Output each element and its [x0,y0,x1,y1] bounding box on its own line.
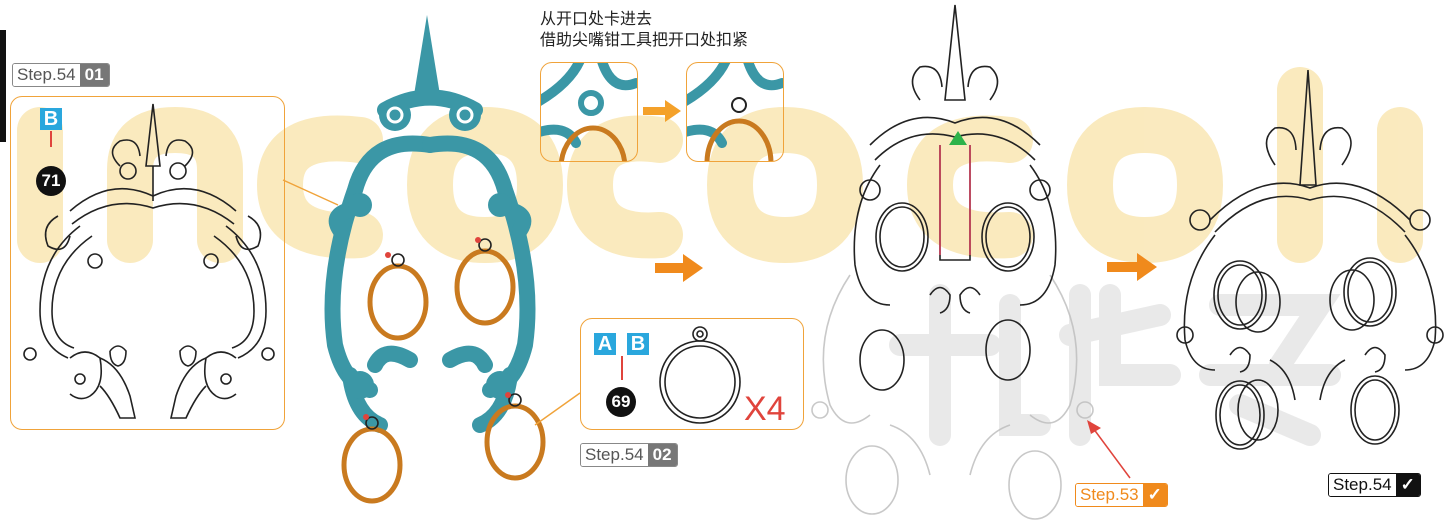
part-connector-line [50,131,52,147]
part-letter-b-2: B [627,333,649,355]
detail-inset-after [686,62,784,162]
completed-assembly-drawing [1176,69,1444,450]
instruction-line-2: 借助尖嘴钳工具把开口处扣紧 [540,30,749,49]
callout-line-01 [282,179,339,206]
step-54-complete-badge: Step.54 ✓ [1328,473,1421,497]
assembly-overlay-drawing [811,4,1094,520]
frame-outline-drawing [23,103,275,419]
step-label: Step.54 [1329,474,1396,496]
step-label: Step.54 [581,444,648,466]
step-label: Step.54 [13,64,80,86]
instruction-text: 从开口处卡进去 借助尖嘴钳工具把开口处扣紧 [540,8,748,50]
part-number-71: 71 [36,166,66,196]
check-icon: ✓ [1142,484,1167,506]
detail-inset-before [540,62,638,162]
part-connector-line-2 [621,356,623,380]
step-54-02-badge: Step.54 02 [580,443,678,467]
part-letter-b: B [40,108,62,130]
page-edge-tab [0,30,6,142]
orange-arrow-detail [643,100,681,122]
teal-frame-assembly [324,15,546,504]
pointer-arrow-step-53 [1087,420,1131,479]
quantity-label: X4 [744,390,786,428]
orange-arrow-final [1107,253,1157,281]
check-icon: ✓ [1395,474,1420,496]
step-54-01-badge: Step.54 01 [12,63,110,87]
step-53-badge: Step.53 ✓ [1075,483,1168,507]
step-label: Step.53 [1076,484,1143,506]
step-number: 01 [79,64,109,86]
ring-part-drawing [659,326,741,424]
orange-arrow-step-02 [655,254,703,282]
callout-line-02 [534,392,581,426]
part-number-69: 69 [606,387,636,417]
instruction-line-1: 从开口处卡进去 [540,9,653,28]
step-02-parts-panel [580,318,804,430]
step-number: 02 [647,444,677,466]
step-01-panel [10,96,285,430]
part-letter-a: A [594,333,616,355]
